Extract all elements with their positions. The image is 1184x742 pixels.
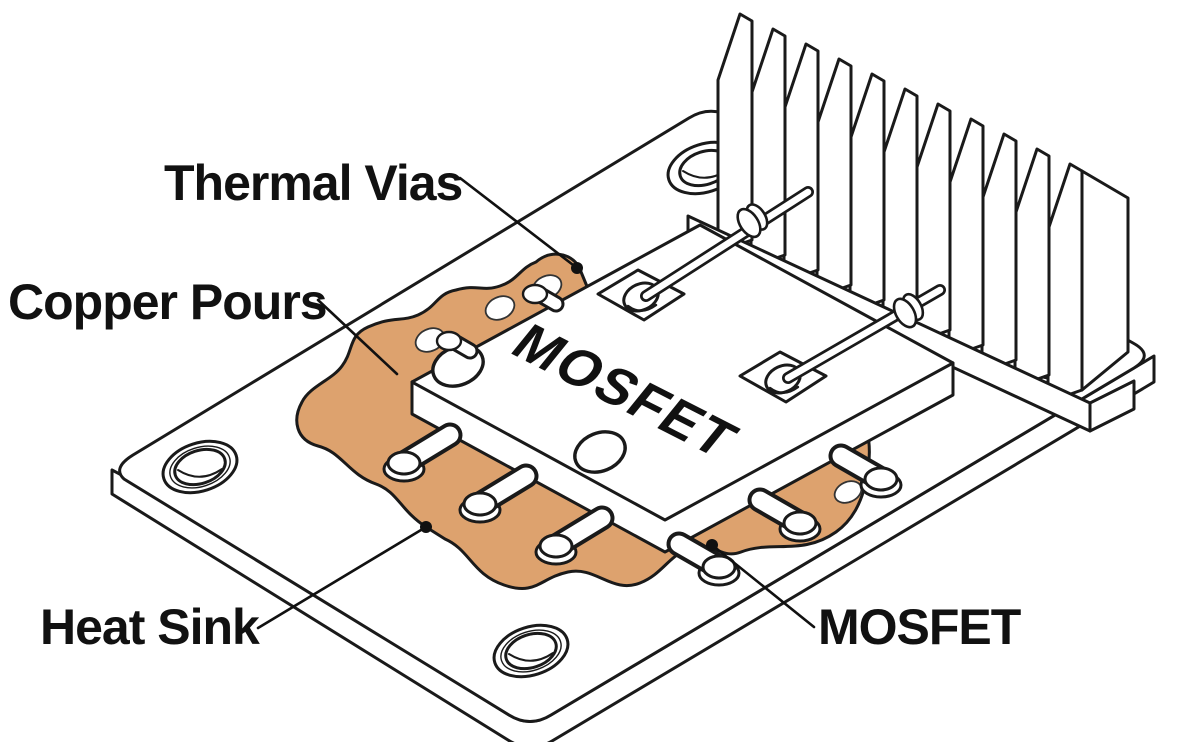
heat-sink-fin [815,57,853,299]
heat-sink-fin [881,87,919,329]
heat-sink-fin [782,42,820,284]
heat-pipe-collar-2 [892,292,925,329]
label-thermal-vias: Thermal Vias [164,155,463,211]
package-leads-bottom-left [382,422,615,566]
mosfet-package: MOSFET [410,223,955,554]
leader-copper-pours [316,298,399,376]
heat-sink-fin [980,132,1018,374]
mounting-hole-left [161,439,239,495]
package-body [410,223,955,554]
package-dimple-2 [573,430,627,474]
package-top-face-edge [410,361,955,522]
heat-sink-fin [1013,147,1051,389]
leader-dot-mosfet [706,539,718,551]
leader-dot-heat-sink [420,521,432,533]
leader-lines [256,176,816,630]
heat-sink-fin [848,72,886,314]
heat-sink-fin [1046,162,1084,404]
heat-sink-right-face [1080,169,1130,392]
package-leads-top-left [435,283,565,360]
package-leads-bottom-right [666,443,903,587]
heat-pipe-2 [782,284,946,384]
leader-dot-thermal-vias [571,262,583,274]
heat-pipe-1 [640,186,814,302]
label-copper-pours: Copper Pours [8,274,328,330]
heat-sink-fin [947,117,985,359]
leader-mosfet [710,543,816,629]
leader-thermal-vias [458,176,579,270]
leader-heat-sink [256,525,428,630]
label-heat-sink: Heat Sink [40,599,260,655]
mounting-hole-bottom [492,623,570,679]
label-mosfet: MOSFET [818,599,1021,655]
heat-pipe-collar-1 [736,203,769,239]
